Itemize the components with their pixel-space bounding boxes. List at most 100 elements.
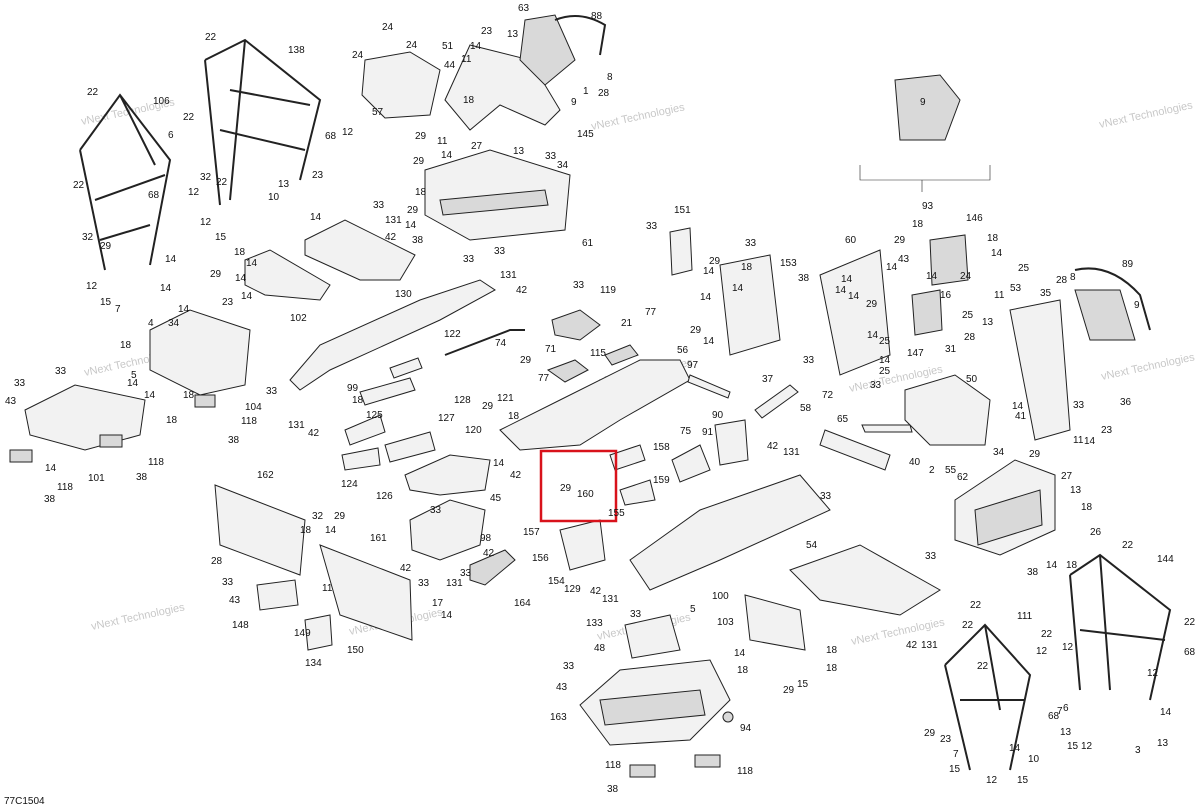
- callout-14: 14: [732, 283, 744, 294]
- callout-147: 147: [907, 348, 924, 359]
- callout-75: 75: [680, 426, 692, 437]
- callout-131: 131: [602, 594, 619, 605]
- bar-56: [687, 374, 731, 399]
- callout-15: 15: [949, 764, 961, 775]
- callout-14: 14: [235, 273, 247, 284]
- callout-148: 148: [232, 620, 249, 631]
- callout-14: 14: [160, 283, 172, 294]
- callout-12: 12: [86, 281, 98, 292]
- callout-42: 42: [400, 563, 412, 574]
- callout-23: 23: [312, 170, 324, 181]
- floor-tray-ribs: [439, 189, 549, 216]
- callout-22: 22: [1041, 629, 1053, 640]
- callout-33: 33: [563, 661, 575, 672]
- panel-161: [319, 544, 413, 641]
- callout-33: 33: [545, 151, 557, 162]
- bar-88: [554, 15, 607, 56]
- callout-29: 29: [924, 728, 936, 739]
- callout-18: 18: [826, 645, 838, 656]
- callout-115: 115: [590, 348, 606, 359]
- callout-23: 23: [222, 297, 234, 308]
- callout-124: 124: [341, 479, 358, 490]
- callout-38: 38: [228, 435, 240, 446]
- callout-158: 158: [653, 442, 670, 453]
- callout-29: 29: [866, 299, 878, 310]
- callout-16: 16: [940, 290, 952, 301]
- cluster-119: [551, 309, 601, 341]
- callout-42: 42: [510, 470, 522, 481]
- callout-38: 38: [607, 784, 619, 795]
- callout-34: 34: [557, 160, 569, 171]
- callout-18: 18: [826, 663, 838, 674]
- callout-38: 38: [1027, 567, 1039, 578]
- callout-111: 111: [1017, 611, 1033, 622]
- fuel-tank: [361, 51, 441, 119]
- callout-72: 72: [822, 390, 834, 401]
- callout-14: 14: [325, 525, 337, 536]
- callout-88: 88: [591, 11, 603, 22]
- callout-11: 11: [322, 583, 333, 594]
- callout-14: 14: [493, 458, 505, 469]
- callout-42: 42: [590, 586, 602, 597]
- callout-43: 43: [229, 595, 241, 606]
- callout-11: 11: [461, 54, 472, 65]
- callout-25: 25: [1018, 263, 1030, 274]
- grommet-94: [722, 711, 734, 723]
- callout-29: 29: [334, 511, 346, 522]
- callout-18: 18: [166, 415, 178, 426]
- callout-14: 14: [241, 291, 253, 302]
- callout-14: 14: [1084, 436, 1096, 447]
- panel-101: [24, 384, 146, 451]
- callout-33: 33: [646, 221, 658, 232]
- callout-33: 33: [418, 578, 430, 589]
- callout-28: 28: [598, 88, 610, 99]
- callout-33: 33: [14, 378, 26, 389]
- callout-11: 11: [437, 136, 448, 147]
- callout-23: 23: [940, 734, 952, 745]
- callout-40: 40: [909, 457, 921, 468]
- callout-18: 18: [987, 233, 999, 244]
- callout-131: 131: [921, 640, 938, 651]
- callout-12: 12: [1036, 646, 1048, 657]
- callout-89: 89: [1122, 259, 1134, 270]
- callout-144: 144: [1157, 554, 1174, 565]
- callout-22: 22: [962, 620, 974, 631]
- grille-147: [911, 289, 943, 336]
- callout-13: 13: [278, 179, 290, 190]
- callout-33: 33: [373, 200, 385, 211]
- callout-9: 9: [1134, 300, 1140, 311]
- callout-4: 4: [148, 318, 154, 329]
- callout-13: 13: [982, 317, 994, 328]
- callout-18: 18: [234, 247, 246, 258]
- watermark: vNext Technologies: [90, 601, 186, 633]
- callout-138: 138: [288, 45, 305, 56]
- callout-127: 127: [438, 413, 455, 424]
- callout-33: 33: [820, 491, 832, 502]
- callout-48: 48: [594, 643, 606, 654]
- callout-77: 77: [538, 373, 550, 384]
- callout-29: 29: [407, 205, 419, 216]
- callout-42: 42: [906, 640, 918, 651]
- callout-33: 33: [266, 386, 278, 397]
- callout-3: 3: [1135, 745, 1141, 756]
- block-118: [9, 449, 33, 463]
- side-rail-122: [289, 279, 496, 391]
- callout-130: 130: [395, 289, 412, 300]
- callout-14: 14: [127, 378, 139, 389]
- callout-162: 162: [257, 470, 274, 481]
- callout-68: 68: [148, 190, 160, 201]
- callout-14: 14: [991, 248, 1003, 259]
- seat-98: [409, 499, 486, 561]
- callout-151: 151: [674, 205, 691, 216]
- callout-129: 129: [564, 584, 581, 595]
- callout-97: 97: [687, 360, 699, 371]
- callout-33: 33: [1073, 400, 1085, 411]
- callout-24: 24: [352, 50, 364, 61]
- callout-102: 102: [290, 313, 307, 324]
- callout-146: 146: [966, 213, 983, 224]
- callout-160: 160: [577, 489, 594, 500]
- callout-33: 33: [460, 568, 472, 579]
- callout-119: 119: [600, 285, 616, 296]
- callout-18: 18: [183, 390, 195, 401]
- callout-14: 14: [703, 266, 715, 277]
